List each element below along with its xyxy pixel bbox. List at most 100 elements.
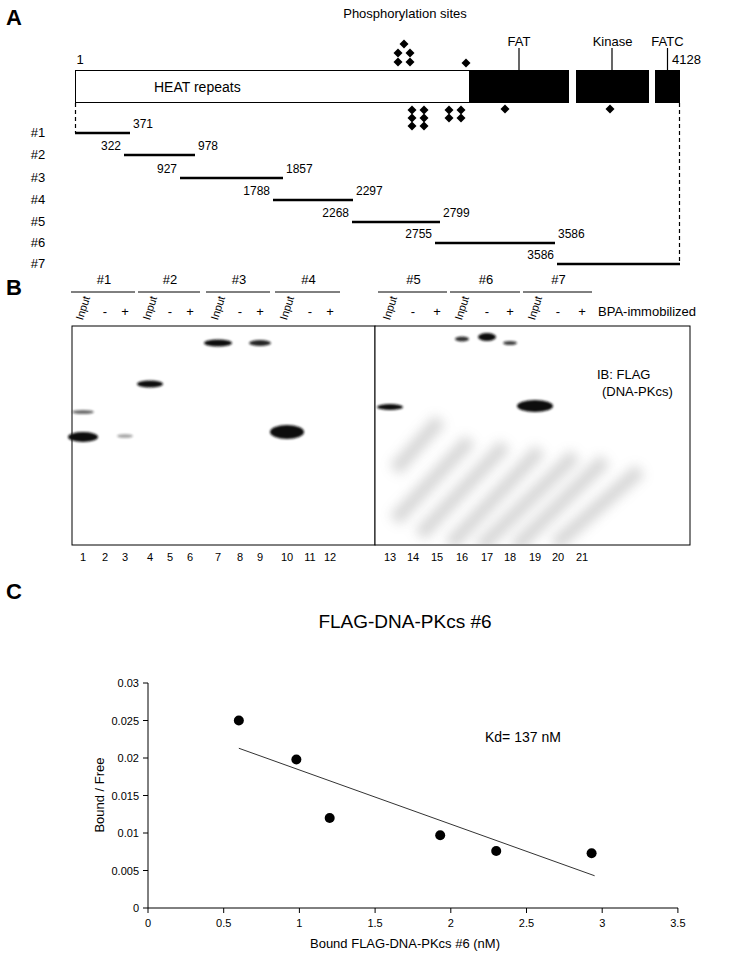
dashed-guide bbox=[679, 103, 680, 264]
data-point bbox=[587, 848, 597, 858]
dashed-guide bbox=[75, 103, 76, 133]
lane-header: - bbox=[238, 305, 242, 320]
blot-label: (DNA-PKcs) bbox=[602, 385, 673, 400]
phospho-site bbox=[420, 106, 429, 115]
lane-group-bar bbox=[450, 292, 520, 293]
blot-label: IB: FLAG bbox=[597, 368, 650, 383]
axis-tick-label: 0.01 bbox=[118, 827, 139, 840]
lane-number: 11 bbox=[304, 551, 315, 564]
lane-header: Input bbox=[380, 294, 400, 321]
lane-number: 20 bbox=[552, 551, 564, 564]
fat-domain: FAT bbox=[469, 70, 569, 103]
fragment-bar bbox=[273, 199, 353, 202]
domain-label: FAT bbox=[508, 34, 531, 49]
lane-header: - bbox=[103, 305, 107, 320]
phospho-site bbox=[445, 114, 454, 123]
axis-tick-label: 0.03 bbox=[118, 677, 139, 690]
protein-band bbox=[68, 432, 98, 442]
axis-tick-label: 3.5 bbox=[670, 917, 685, 930]
lane-number: 12 bbox=[324, 551, 336, 564]
domain-map-art bbox=[75, 40, 680, 265]
axis-title: Bound FLAG-DNA-PKcs #6 (nM) bbox=[310, 937, 500, 952]
phospho-site bbox=[457, 114, 466, 123]
annotation: Kd= 137 nM bbox=[485, 729, 561, 745]
lane-number: 14 bbox=[407, 551, 419, 564]
lane-header: Input bbox=[73, 294, 93, 321]
lane-header: - bbox=[411, 305, 415, 320]
lane-header: + bbox=[186, 305, 194, 320]
lane-number: 9 bbox=[257, 551, 263, 564]
lane-number: 18 bbox=[504, 551, 516, 564]
annotation: Phosphorylation sites bbox=[343, 7, 467, 22]
protein-band bbox=[478, 333, 496, 341]
protein-band bbox=[503, 341, 517, 345]
lane-number: 10 bbox=[281, 551, 293, 564]
lane-group-header: #1 bbox=[97, 273, 111, 288]
phospho-site bbox=[462, 59, 471, 68]
y-tick bbox=[143, 683, 148, 684]
lane-header: + bbox=[433, 305, 441, 320]
lane-header: Input bbox=[140, 294, 160, 321]
phospho-site bbox=[420, 122, 429, 131]
x-tick bbox=[526, 908, 527, 913]
domain-label: FATC bbox=[651, 34, 683, 49]
fragment-number: #6 bbox=[31, 236, 45, 251]
lane-header: Input bbox=[525, 294, 545, 321]
fragment-number: #4 bbox=[31, 193, 45, 208]
data-point bbox=[234, 716, 244, 726]
phospho-site bbox=[408, 114, 417, 123]
lane-number: 21 bbox=[576, 551, 588, 564]
axis-title: Bound / Free bbox=[93, 757, 108, 832]
lane-group-bar bbox=[138, 292, 200, 293]
lane-number: 1 bbox=[80, 551, 86, 564]
fragment-number: #7 bbox=[31, 257, 45, 272]
residue-number: 1 bbox=[76, 53, 83, 68]
lane-number: 16 bbox=[456, 551, 468, 564]
residue-number: 978 bbox=[198, 140, 218, 154]
phospho-site bbox=[400, 40, 409, 49]
lane-group-header: #3 bbox=[232, 273, 246, 288]
residue-number: 3586 bbox=[527, 249, 554, 263]
axis-tick-label: 0.025 bbox=[111, 714, 139, 727]
residue-number: 371 bbox=[133, 118, 153, 132]
lane-number: 5 bbox=[167, 551, 173, 564]
x-tick bbox=[223, 908, 224, 913]
panel-letter: A bbox=[6, 5, 22, 30]
lane-group-bar bbox=[206, 292, 270, 293]
scatchard-plot bbox=[143, 683, 678, 913]
protein-band bbox=[270, 425, 304, 439]
protein-band bbox=[377, 404, 403, 410]
lane-group-header: #7 bbox=[551, 273, 565, 288]
phospho-site bbox=[408, 122, 417, 131]
lane-header: Input bbox=[452, 294, 472, 321]
axis-tick-label: 0 bbox=[145, 917, 151, 930]
axis-tick-label: 0.005 bbox=[111, 864, 139, 877]
trend-line bbox=[239, 748, 595, 876]
lane-group-bar bbox=[378, 292, 447, 293]
lane-group-header: #5 bbox=[406, 273, 420, 288]
lane-number: 8 bbox=[237, 551, 243, 564]
residue-number: 1788 bbox=[243, 185, 270, 199]
kinase-domain: Kinase bbox=[576, 70, 649, 103]
protein-band bbox=[117, 434, 133, 438]
x-tick bbox=[450, 908, 451, 913]
lane-header: Input bbox=[208, 294, 228, 321]
axis-tick-label: 1.5 bbox=[367, 917, 382, 930]
fragment-number: #5 bbox=[31, 215, 45, 230]
protein-band bbox=[455, 337, 469, 342]
domain-tick bbox=[667, 48, 668, 70]
domain-tick bbox=[518, 48, 519, 70]
protein-band bbox=[517, 400, 553, 412]
y-tick bbox=[143, 908, 148, 909]
y-tick bbox=[143, 758, 148, 759]
y-tick bbox=[143, 833, 148, 834]
x-tick bbox=[299, 908, 300, 913]
lane-group-header: #2 bbox=[163, 273, 177, 288]
residue-number: 2755 bbox=[405, 228, 432, 242]
protein-band bbox=[204, 340, 232, 347]
data-point bbox=[325, 813, 335, 823]
lane-group-header: #4 bbox=[301, 273, 315, 288]
lane-number: 2 bbox=[102, 551, 108, 564]
fragment-bar bbox=[352, 221, 440, 224]
panel-letter: C bbox=[6, 579, 22, 604]
